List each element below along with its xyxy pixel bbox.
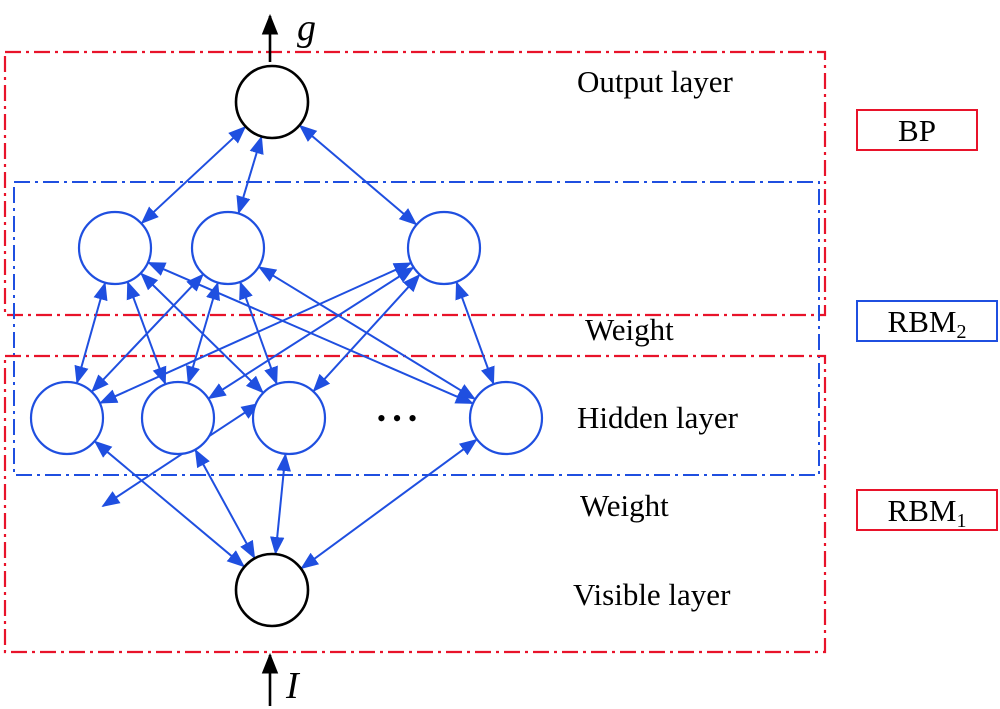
edge-h1-4-to-visible: [300, 438, 478, 570]
visible-layer-label: Visible layer: [573, 577, 731, 612]
edge-h1-1-to-visible: [93, 440, 246, 568]
hidden-ellipsis: • • •: [377, 404, 417, 433]
bp-legend-box: [856, 109, 978, 151]
rbm2-hidden-node-1: [77, 210, 153, 286]
visible-node: [234, 552, 310, 628]
hidden-node-2: [140, 380, 216, 456]
hidden-node-1: [29, 380, 105, 456]
edge-h2-2-to-h1-2: [186, 281, 220, 385]
weight-label-bottom: Weight: [580, 488, 669, 523]
rbm1-legend-box: [856, 489, 998, 531]
hidden-node-4: [468, 380, 544, 456]
output-node: [234, 64, 310, 140]
input-variable: I: [285, 665, 301, 707]
edge-h2-3-to-h1-2: [207, 266, 415, 400]
connection-edges: [74, 124, 495, 570]
rbm1-legend-base: RBM: [888, 493, 957, 528]
edge-h2-2-to-h1-3: [239, 281, 278, 385]
rbm2-legend-box: [856, 300, 998, 342]
edge-h2-2-to-h1-1: [91, 273, 204, 393]
edge-h2-3-to-h1-4: [455, 281, 495, 385]
edge-h1-3-to-visible: [270, 453, 291, 555]
bp-legend-text: BP: [898, 113, 936, 148]
weight-label-top: Weight: [585, 312, 674, 347]
hidden-layer-label: Hidden layer: [577, 400, 739, 435]
output-variable: g: [297, 7, 316, 49]
rbm1-legend-sub: 1: [956, 510, 966, 532]
rbm2-hidden-node-2: [190, 210, 266, 286]
edge-output-to-h2-1: [140, 125, 247, 225]
rbm2-legend-sub: 2: [956, 321, 966, 343]
edge-h2-1-to-h1-1: [74, 281, 108, 385]
output-layer-label: Output layer: [577, 64, 733, 99]
edge-output-to-h2-3: [298, 124, 418, 226]
edge-h2-3-to-h1-3: [312, 273, 421, 393]
rbm2-legend-base: RBM: [888, 304, 957, 339]
rbm2-hidden-node-3: [406, 210, 482, 286]
rbm1-legend-text: RBM1: [888, 493, 967, 532]
hidden-node-3: [251, 380, 327, 456]
rbm2-legend-text: RBM2: [888, 304, 967, 343]
edge-output-to-h2-2: [236, 135, 264, 215]
edge-h1-2-to-visible: [194, 448, 256, 560]
